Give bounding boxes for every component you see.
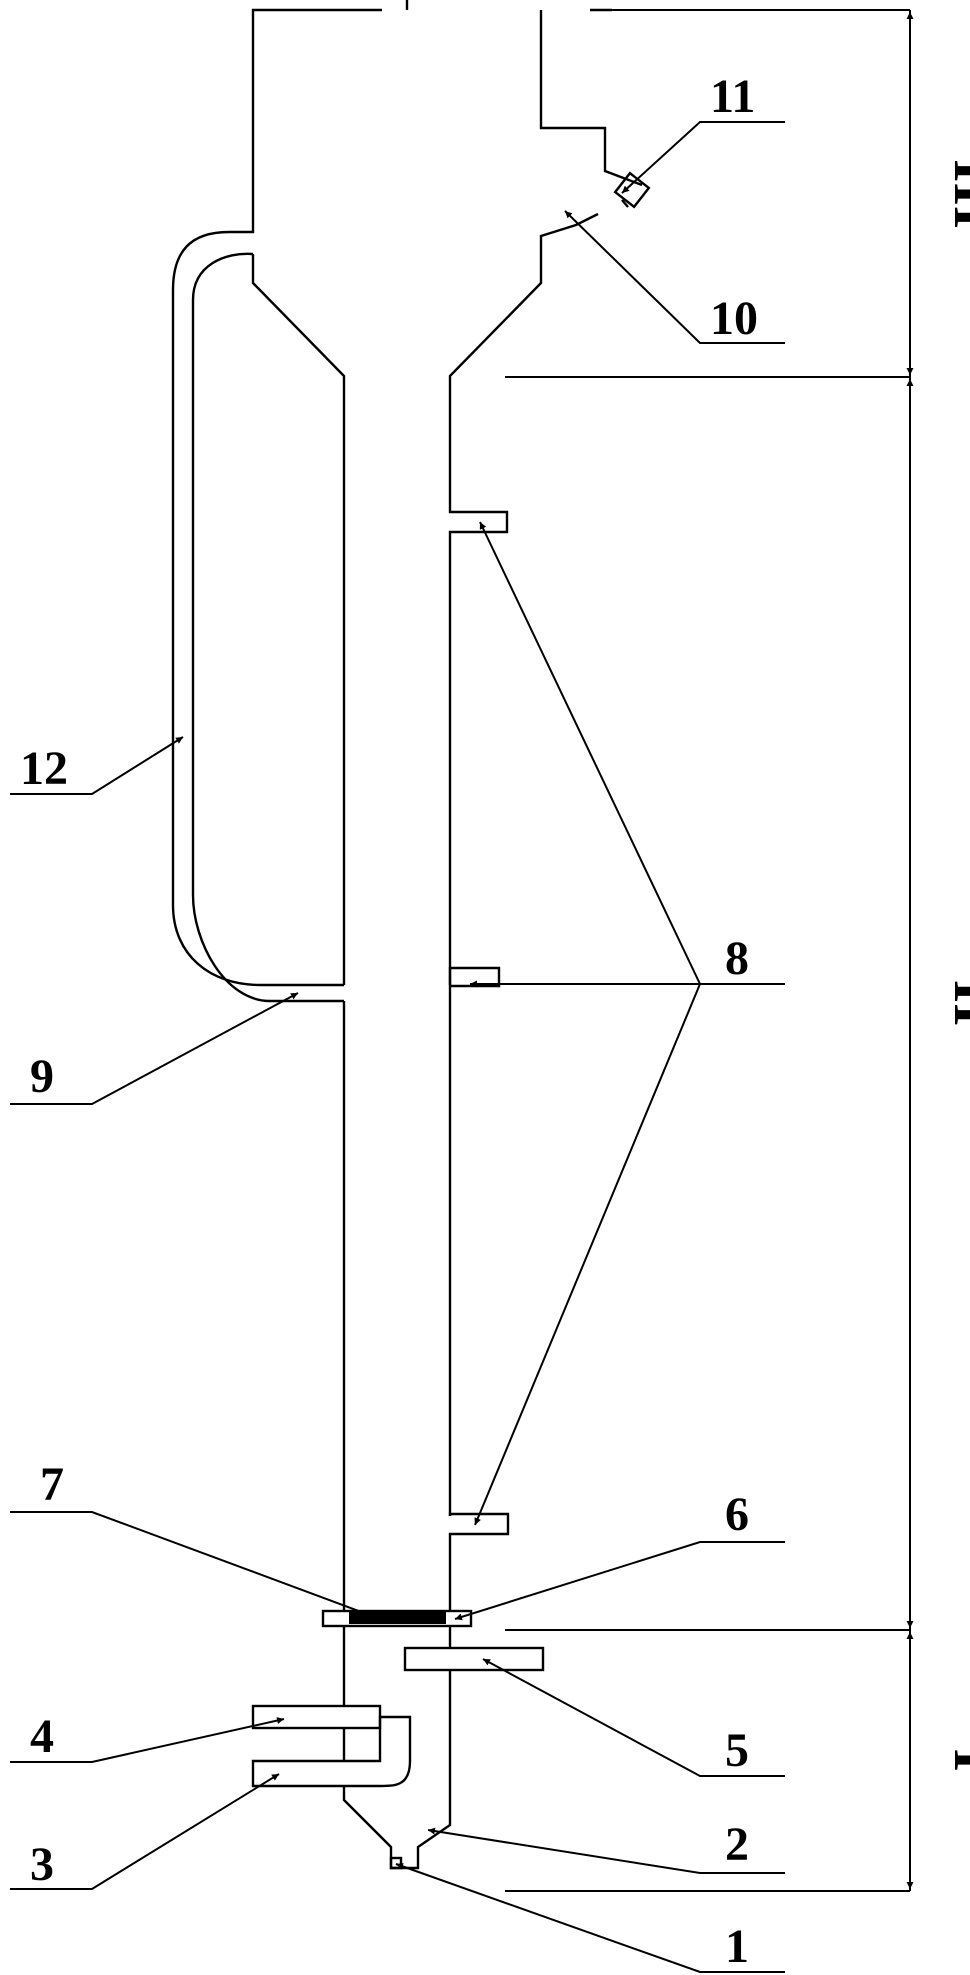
leader-lines: [10, 121, 785, 1973]
label-3: 3: [30, 1838, 54, 1891]
label-9: 9: [30, 1050, 54, 1103]
inlet-pipe-5: [403, 1646, 545, 1672]
inlet-pipe-3: [251, 1715, 412, 1788]
outlet-nozzle-11: [613, 171, 651, 209]
label-2: 2: [725, 1818, 749, 1871]
inlet-pipe-4: [251, 1704, 382, 1730]
label-5: 5: [725, 1724, 749, 1777]
return-pipe-12: [171, 230, 344, 1003]
label-10: 10: [710, 292, 758, 345]
top-separator-vessel: [229, 0, 643, 985]
zone-dimension-lines: [505, 9, 914, 1892]
zone-label-III: III: [942, 159, 970, 229]
column-right-wall: [448, 497, 510, 1611]
label-7: 7: [40, 1458, 64, 1511]
label-12: 12: [20, 742, 68, 795]
label-6: 6: [725, 1488, 749, 1541]
label-8: 8: [725, 932, 749, 985]
label-1: 1: [725, 1920, 749, 1973]
distributor-plate: [321, 1609, 473, 1628]
label-11: 11: [710, 70, 755, 123]
zone-label-II: II: [942, 980, 970, 1027]
label-4: 4: [30, 1710, 54, 1763]
zone-label-I: I: [942, 1748, 970, 1771]
